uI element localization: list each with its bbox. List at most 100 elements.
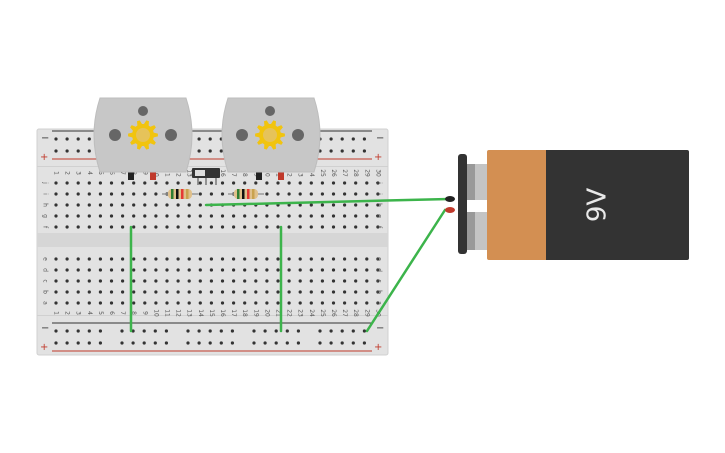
breadboard-hole[interactable] <box>197 341 201 345</box>
breadboard-hole[interactable] <box>276 181 280 185</box>
breadboard-hole[interactable] <box>230 341 234 345</box>
breadboard-hole[interactable] <box>343 257 347 261</box>
breadboard-hole[interactable] <box>54 203 58 207</box>
breadboard-hole[interactable] <box>87 214 91 218</box>
breadboard-hole[interactable] <box>98 341 102 345</box>
breadboard-hole[interactable] <box>209 279 213 283</box>
breadboard-hole[interactable] <box>351 329 355 333</box>
breadboard-hole[interactable] <box>220 225 225 229</box>
breadboard-hole[interactable] <box>65 149 69 153</box>
breadboard-hole[interactable] <box>54 279 58 283</box>
breadboard-hole[interactable] <box>87 257 91 261</box>
breadboard-hole[interactable] <box>98 203 102 207</box>
breadboard-hole[interactable] <box>208 329 212 333</box>
breadboard-hole[interactable] <box>351 341 355 345</box>
breadboard-hole[interactable] <box>287 257 291 261</box>
breadboard-hole[interactable] <box>219 329 223 333</box>
breadboard-hole[interactable] <box>131 329 135 333</box>
breadboard-hole[interactable] <box>165 301 169 305</box>
breadboard-hole[interactable] <box>132 279 136 283</box>
breadboard-hole[interactable] <box>121 181 125 185</box>
breadboard-hole[interactable] <box>154 268 158 272</box>
breadboard-hole[interactable] <box>276 268 280 272</box>
breadboard-hole[interactable] <box>265 268 269 272</box>
breadboard-hole[interactable] <box>331 290 336 294</box>
breadboard-hole[interactable] <box>176 290 180 294</box>
breadboard-hole[interactable] <box>54 181 58 185</box>
breadboard-hole[interactable] <box>265 214 269 218</box>
breadboard-hole[interactable] <box>54 257 58 261</box>
breadboard-hole[interactable] <box>54 290 58 294</box>
breadboard-hole[interactable] <box>219 341 223 345</box>
breadboard-hole[interactable] <box>154 203 158 207</box>
breadboard-hole[interactable] <box>54 149 58 153</box>
breadboard-hole[interactable] <box>143 192 147 196</box>
breadboard-hole[interactable] <box>76 203 80 207</box>
breadboard-hole[interactable] <box>220 257 225 261</box>
breadboard-hole[interactable] <box>298 268 302 272</box>
breadboard-hole[interactable] <box>198 192 202 196</box>
breadboard-hole[interactable] <box>252 341 256 345</box>
breadboard-hole[interactable] <box>351 149 355 153</box>
breadboard-hole[interactable] <box>376 301 380 305</box>
breadboard-hole[interactable] <box>87 137 91 141</box>
breadboard-hole[interactable] <box>109 203 114 207</box>
breadboard-hole[interactable] <box>198 290 202 294</box>
breadboard-hole[interactable] <box>109 301 114 305</box>
breadboard-hole[interactable] <box>354 192 358 196</box>
breadboard-hole[interactable] <box>329 329 333 333</box>
breadboard-hole[interactable] <box>265 181 269 185</box>
breadboard-hole[interactable] <box>365 301 369 305</box>
breadboard-hole[interactable] <box>165 268 169 272</box>
breadboard-hole[interactable] <box>320 268 324 272</box>
breadboard-hole[interactable] <box>98 192 102 196</box>
breadboard-hole[interactable] <box>298 290 302 294</box>
breadboard-hole[interactable] <box>65 137 69 141</box>
breadboard-hole[interactable] <box>376 181 380 185</box>
breadboard-hole[interactable] <box>65 192 69 196</box>
breadboard-hole[interactable] <box>76 341 80 345</box>
motor1-lead-black[interactable] <box>128 172 134 180</box>
breadboard-hole[interactable] <box>329 137 333 141</box>
breadboard-hole[interactable] <box>176 257 180 261</box>
breadboard-hole[interactable] <box>109 214 114 218</box>
breadboard-hole[interactable] <box>287 279 291 283</box>
breadboard-hole[interactable] <box>132 203 136 207</box>
breadboard-hole[interactable] <box>54 137 58 141</box>
breadboard-hole[interactable] <box>252 329 256 333</box>
breadboard-hole[interactable] <box>154 192 158 196</box>
breadboard-hole[interactable] <box>298 225 302 229</box>
breadboard-hole[interactable] <box>165 257 169 261</box>
breadboard-hole[interactable] <box>165 214 169 218</box>
breadboard-hole[interactable] <box>65 341 69 345</box>
breadboard-hole[interactable] <box>265 192 269 196</box>
breadboard-hole[interactable] <box>354 257 358 261</box>
breadboard-hole[interactable] <box>354 290 358 294</box>
breadboard-hole[interactable] <box>98 301 102 305</box>
breadboard-hole[interactable] <box>121 279 125 283</box>
breadboard-hole[interactable] <box>265 301 269 305</box>
breadboard-hole[interactable] <box>320 192 324 196</box>
breadboard-hole[interactable] <box>98 279 102 283</box>
breadboard-hole[interactable] <box>232 257 236 261</box>
breadboard-hole[interactable] <box>243 225 247 229</box>
breadboard-hole[interactable] <box>76 149 80 153</box>
breadboard-hole[interactable] <box>165 225 169 229</box>
breadboard-hole[interactable] <box>276 279 280 283</box>
breadboard-hole[interactable] <box>354 214 358 218</box>
breadboard-hole[interactable] <box>76 301 80 305</box>
breadboard-hole[interactable] <box>187 279 191 283</box>
breadboard-hole[interactable] <box>340 329 344 333</box>
breadboard-hole[interactable] <box>320 257 324 261</box>
breadboard-hole[interactable] <box>296 341 300 345</box>
breadboard-hole[interactable] <box>309 181 313 185</box>
breadboard-hole[interactable] <box>376 203 380 207</box>
breadboard-hole[interactable] <box>65 203 69 207</box>
breadboard-hole[interactable] <box>343 279 347 283</box>
breadboard-hole[interactable] <box>143 181 147 185</box>
breadboard-hole[interactable] <box>343 181 347 185</box>
breadboard-hole[interactable] <box>87 192 91 196</box>
breadboard-hole[interactable] <box>365 225 369 229</box>
breadboard-hole[interactable] <box>320 225 324 229</box>
breadboard-hole[interactable] <box>329 341 333 345</box>
